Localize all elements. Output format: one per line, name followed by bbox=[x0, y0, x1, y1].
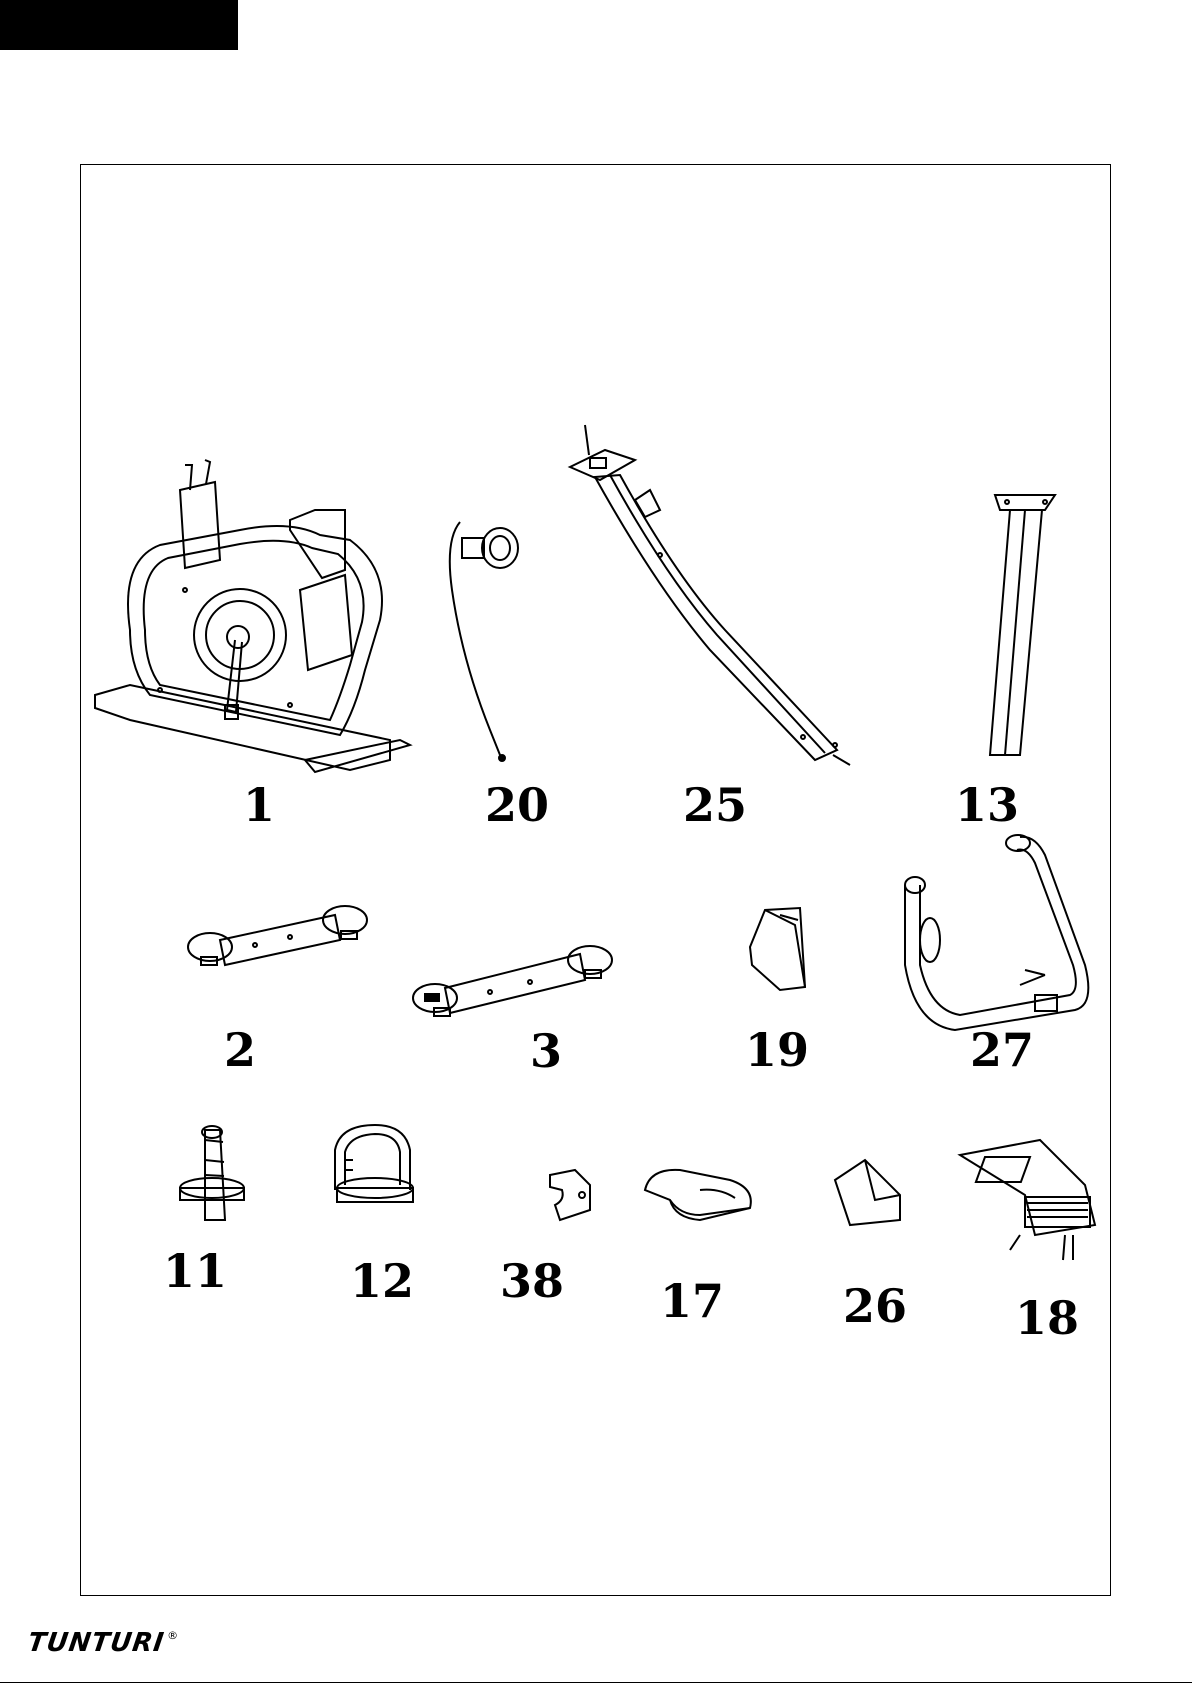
part-2-front-stabilizer: 2 bbox=[185, 895, 375, 1075]
part-label: 2 bbox=[224, 1027, 256, 1073]
part-12-pedal-right: 12 bbox=[325, 1120, 435, 1300]
part-1-main-frame: 1 bbox=[90, 450, 420, 780]
part-18-console: 18 bbox=[955, 1135, 1105, 1340]
part-label: 17 bbox=[660, 1278, 724, 1324]
part-26-small-cover: 26 bbox=[830, 1155, 920, 1325]
part-19-cover: 19 bbox=[740, 905, 830, 1075]
part-label: 25 bbox=[683, 782, 747, 828]
part-label: 27 bbox=[970, 1027, 1034, 1073]
part-label: 1 bbox=[243, 782, 275, 828]
part-label: 20 bbox=[485, 782, 549, 828]
logo-text: TUNTURI bbox=[26, 1628, 166, 1658]
part-label: 19 bbox=[745, 1027, 809, 1073]
tunturi-logo: TUNTURI ® bbox=[28, 1628, 178, 1658]
part-11-pedal-left: 11 bbox=[160, 1120, 270, 1290]
registered-mark: ® bbox=[167, 1629, 178, 1642]
part-3-rear-stabilizer: 3 bbox=[410, 940, 620, 1070]
part-label: 18 bbox=[1015, 1295, 1079, 1341]
part-label: 3 bbox=[530, 1028, 562, 1074]
part-20-tension-cable: 20 bbox=[440, 510, 540, 770]
part-label: 26 bbox=[843, 1283, 907, 1329]
part-38-clip: 38 bbox=[540, 1165, 610, 1305]
header-bar bbox=[0, 0, 238, 50]
part-27-handlebar: 27 bbox=[895, 825, 1105, 1075]
part-label: 11 bbox=[163, 1248, 227, 1294]
part-label: 13 bbox=[955, 782, 1019, 828]
part-17-seat: 17 bbox=[640, 1160, 760, 1320]
part-25-handlebar-post: 25 bbox=[565, 425, 855, 780]
part-label: 38 bbox=[500, 1258, 564, 1304]
bottom-rule bbox=[0, 1682, 1192, 1683]
part-label: 12 bbox=[350, 1258, 414, 1304]
part-13-seat-post: 13 bbox=[950, 490, 1070, 780]
